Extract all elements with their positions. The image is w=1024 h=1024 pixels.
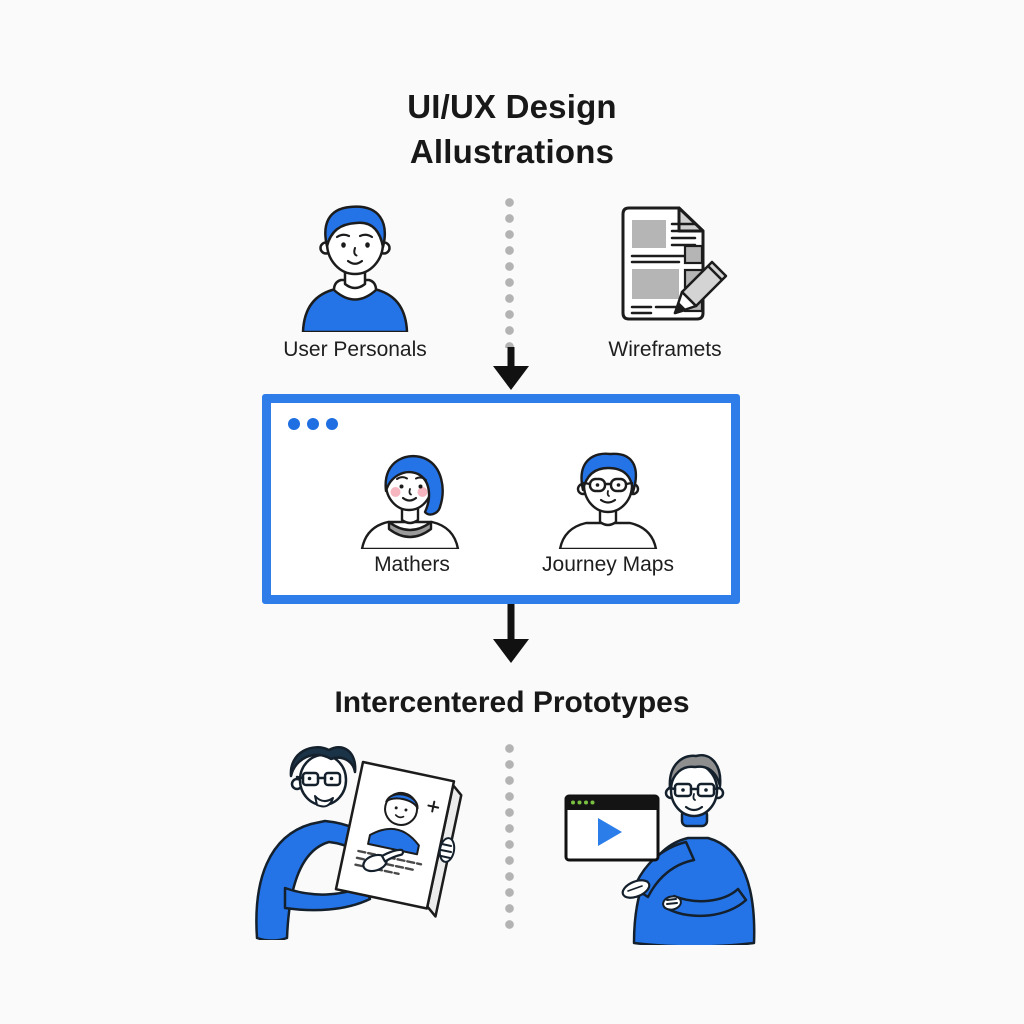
window-dot: [326, 418, 338, 430]
wireframes-label: Wireframets: [608, 338, 722, 361]
title-line-1: UI/UX Design: [407, 88, 617, 125]
down-arrow-bottom-icon: [493, 604, 529, 663]
title-line-2: Allustrations: [409, 133, 615, 170]
dotted-divider-top: [505, 198, 514, 348]
dotted-divider-bottom: [505, 744, 514, 936]
man-presenting-video-window-illustration: [564, 754, 756, 945]
journey-maps-label: Journey Maps: [542, 553, 674, 576]
window-dot: [288, 418, 300, 430]
user-persona-avatar-icon: [301, 205, 409, 332]
down-arrow-top-icon: [493, 347, 529, 390]
main-title: UI/UX Design Allustrations: [0, 84, 1024, 174]
journey-maps-figure: Journey Maps: [513, 451, 703, 577]
window-dot: [307, 418, 319, 430]
mathers-label: Mathers: [374, 553, 450, 576]
section-heading: Intercentered Prototypes: [334, 686, 690, 719]
browser-window-box: Mathers: [262, 394, 740, 604]
wireframe-document-pencil-icon: [621, 206, 728, 321]
boy-glasses-avatar-icon: [558, 452, 658, 549]
mathers-figure: Mathers: [317, 451, 507, 577]
user-personals-label: User Personals: [283, 338, 427, 361]
woman-avatar-icon: [360, 454, 460, 549]
user-personals-figure: User Personals: [255, 202, 455, 362]
wireframes-figure: Wireframets: [565, 200, 765, 362]
window-control-dots: [288, 418, 338, 430]
man-holding-persona-card-illustration: [255, 746, 463, 940]
video-window-icon: [564, 794, 660, 862]
